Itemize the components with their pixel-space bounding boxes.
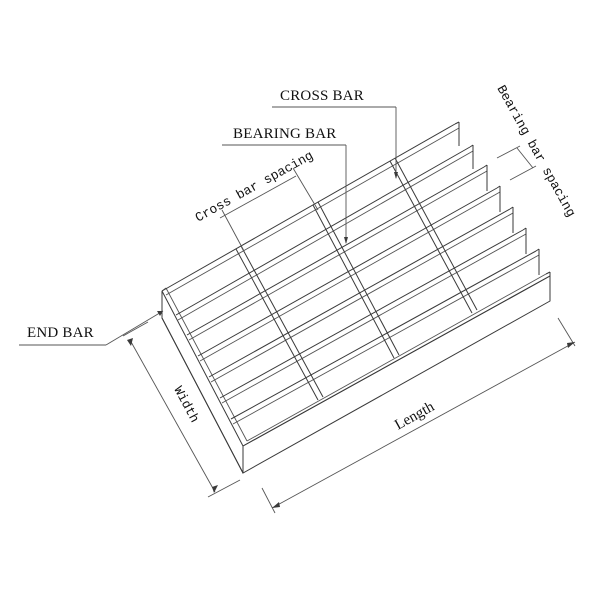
cross-bars (235, 157, 478, 401)
grating-body (161, 121, 551, 474)
bearing-bars (175, 144, 551, 425)
cross-bar-label: CROSS BAR (280, 88, 364, 104)
bearing-bar-label: BEARING BAR (233, 126, 336, 142)
bearing-bar-spacing-label: Bearing bar spacing (494, 83, 579, 220)
length-label: Length (392, 399, 437, 434)
end-bar-side-face (161, 290, 244, 474)
end-bar-label: END BAR (27, 325, 94, 341)
width-label: Width (170, 384, 202, 425)
annotations (19, 106, 576, 514)
